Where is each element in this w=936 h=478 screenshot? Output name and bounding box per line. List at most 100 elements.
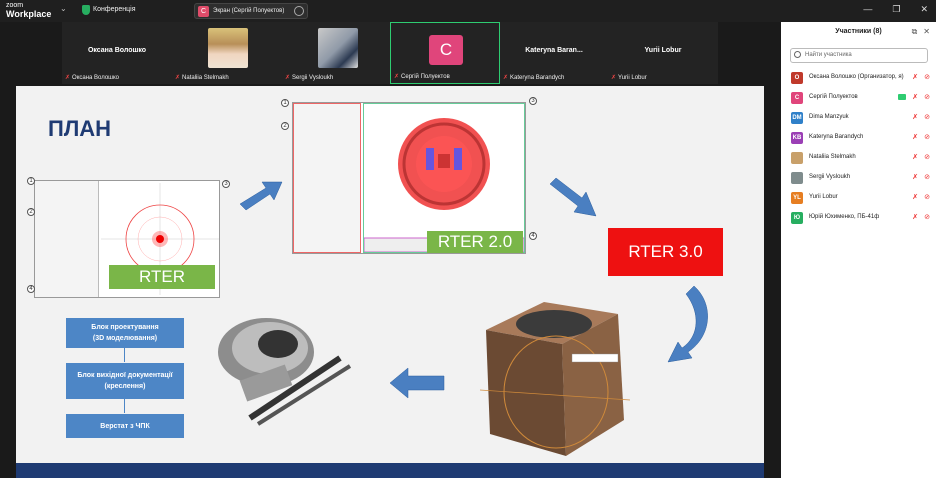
chevron-down-icon[interactable]: ⌄: [60, 4, 67, 13]
participant-avatar: [791, 172, 803, 184]
close-icon[interactable]: ✕: [923, 27, 930, 36]
participant-photo: [318, 28, 358, 68]
step-number: 3: [529, 97, 537, 105]
participant-row[interactable]: Sergii Vysloukh ✗⊘: [781, 168, 936, 188]
participant-avatar: YL: [791, 192, 803, 204]
tile-label: ✗Оксана Волошко: [65, 75, 119, 81]
tile-label: ✗Nataliia Stelmakh: [175, 75, 229, 81]
popout-icon[interactable]: ⧉: [911, 27, 918, 36]
tile-label: ✗Kateryna Barandych: [503, 75, 565, 81]
rter2-settings-panel: [293, 103, 361, 253]
shared-slide: ПЛАН RTER: [16, 86, 764, 478]
step-number: 1: [281, 99, 289, 107]
participant-search-input[interactable]: Найти участника: [790, 48, 928, 63]
zoom-logo-line1: zoom: [6, 2, 24, 9]
participant-name: Оксана Волошко (Организатор, я): [809, 74, 904, 80]
step-number: 1: [27, 177, 35, 185]
video-tile[interactable]: Оксана Волошко ✗Оксана Волошко: [62, 22, 172, 84]
flow-box-documentation: Блок вихідної документації (креслення): [66, 363, 184, 399]
participant-status-icons: ✗⊘: [912, 173, 930, 181]
participant-name: Sergii Vysloukh: [809, 174, 851, 180]
flow-box-line2: (креслення): [104, 383, 146, 390]
arrow-right-up-icon: [239, 181, 283, 211]
video-off-icon: ⊘: [924, 154, 930, 161]
participant-status-icons: ✗⊘: [912, 113, 930, 121]
tile-name: Оксана Волошко: [87, 47, 147, 54]
video-off-icon: ⊘: [924, 174, 930, 181]
participant-name: Dima Manzyuk: [809, 114, 849, 120]
video-off-icon: ⊘: [924, 194, 930, 201]
screen-share-pill[interactable]: С Экран (Сергій Полуектов): [194, 3, 308, 19]
participant-row[interactable]: YL Yurii Lobur ✗⊘: [781, 188, 936, 208]
video-tile[interactable]: Kateryna Baran... ✗Kateryna Barandych: [500, 22, 608, 84]
mic-muted-icon: ✗: [912, 94, 919, 101]
restore-icon[interactable]: ❐: [892, 4, 901, 14]
participant-status-icons: ✗⊘: [912, 193, 930, 201]
step-number: 3: [222, 180, 230, 188]
mic-muted-icon: ✗: [503, 75, 509, 81]
participant-status-icons: ✗⊘: [898, 93, 930, 101]
mic-muted-icon: ✗: [611, 75, 617, 81]
mic-muted-icon: ✗: [285, 75, 291, 81]
video-tile-active-speaker[interactable]: С ✗Сергій Полуектов: [390, 22, 500, 84]
flow-box-cnc: Верстат з ЧПК: [66, 414, 184, 438]
tile-label: ✗Sergii Vysloukh: [285, 75, 334, 81]
flow-box-line1: Верстат з ЧПК: [100, 422, 150, 430]
flow-connector: [124, 348, 125, 362]
mic-muted-icon: ✗: [65, 75, 71, 81]
tile-name: Kateryna Baran...: [525, 47, 583, 54]
participant-avatar: О: [791, 72, 803, 84]
step-number: 2: [281, 122, 289, 130]
participant-avatar: [791, 152, 803, 164]
share-avatar: С: [198, 5, 209, 17]
step-number: 2: [27, 208, 35, 216]
video-tile[interactable]: ✗Nataliia Stelmakh: [172, 22, 282, 84]
video-off-icon: ⊘: [924, 114, 930, 121]
mic-muted-icon: ✗: [912, 154, 919, 161]
share-label: Экран (Сергій Полуектов): [213, 8, 285, 14]
shield-icon[interactable]: [82, 5, 90, 15]
participant-avatar: DM: [791, 112, 803, 124]
participant-name: Сергій Полуектов: [809, 94, 858, 100]
participant-photo: [208, 28, 248, 68]
tile-name: Yurii Lobur: [644, 47, 682, 54]
participant-name: Kateryna Barandych: [809, 134, 864, 140]
mic-muted-icon: ✗: [912, 134, 919, 141]
close-icon[interactable]: ✕: [920, 4, 928, 14]
participant-name: Юрій Юхименко, ПБ-41ф: [809, 214, 880, 220]
participant-status-icons: ✗⊘: [912, 153, 930, 161]
slide-title: ПЛАН: [48, 116, 112, 141]
mic-muted-icon: ✗: [912, 74, 919, 81]
video-off-icon: ⊘: [924, 94, 930, 101]
video-tile[interactable]: Yurii Lobur ✗Yurii Lobur: [608, 22, 718, 84]
camera-on-icon: [898, 94, 907, 100]
flow-connector: [124, 399, 125, 413]
mic-muted-icon: ✗: [394, 74, 400, 80]
tile-label: ✗Yurii Lobur: [611, 75, 647, 81]
minimize-icon[interactable]: —: [863, 4, 873, 14]
video-tile[interactable]: ✗Sergii Vysloukh: [282, 22, 390, 84]
participant-name: Yurii Lobur: [809, 194, 838, 200]
share-options-icon[interactable]: [294, 6, 304, 16]
arrow-right-down-icon: [549, 177, 597, 217]
rter2-plot: [364, 118, 524, 252]
arrow-curve-down-icon: [667, 285, 708, 363]
step-number: 4: [529, 232, 537, 240]
rter2-screenshot: RTER 2.0: [292, 102, 526, 254]
badge-rter2: RTER 2.0: [427, 231, 523, 253]
mic-muted-icon: ✗: [912, 114, 919, 121]
zoom-logo: zoom Workplace: [6, 2, 52, 19]
flow-box-line1: Блок проектування: [91, 324, 159, 331]
panel-header-icons: ⧉ ✕: [912, 27, 930, 37]
mic-muted-icon: ✗: [175, 75, 181, 81]
participant-row[interactable]: Nataliia Stelmakh✗⊘: [781, 148, 936, 168]
3d-part-render: [218, 318, 352, 426]
zoom-logo-line2: Workplace: [6, 9, 52, 19]
participants-title: Участники (8): [835, 28, 882, 35]
